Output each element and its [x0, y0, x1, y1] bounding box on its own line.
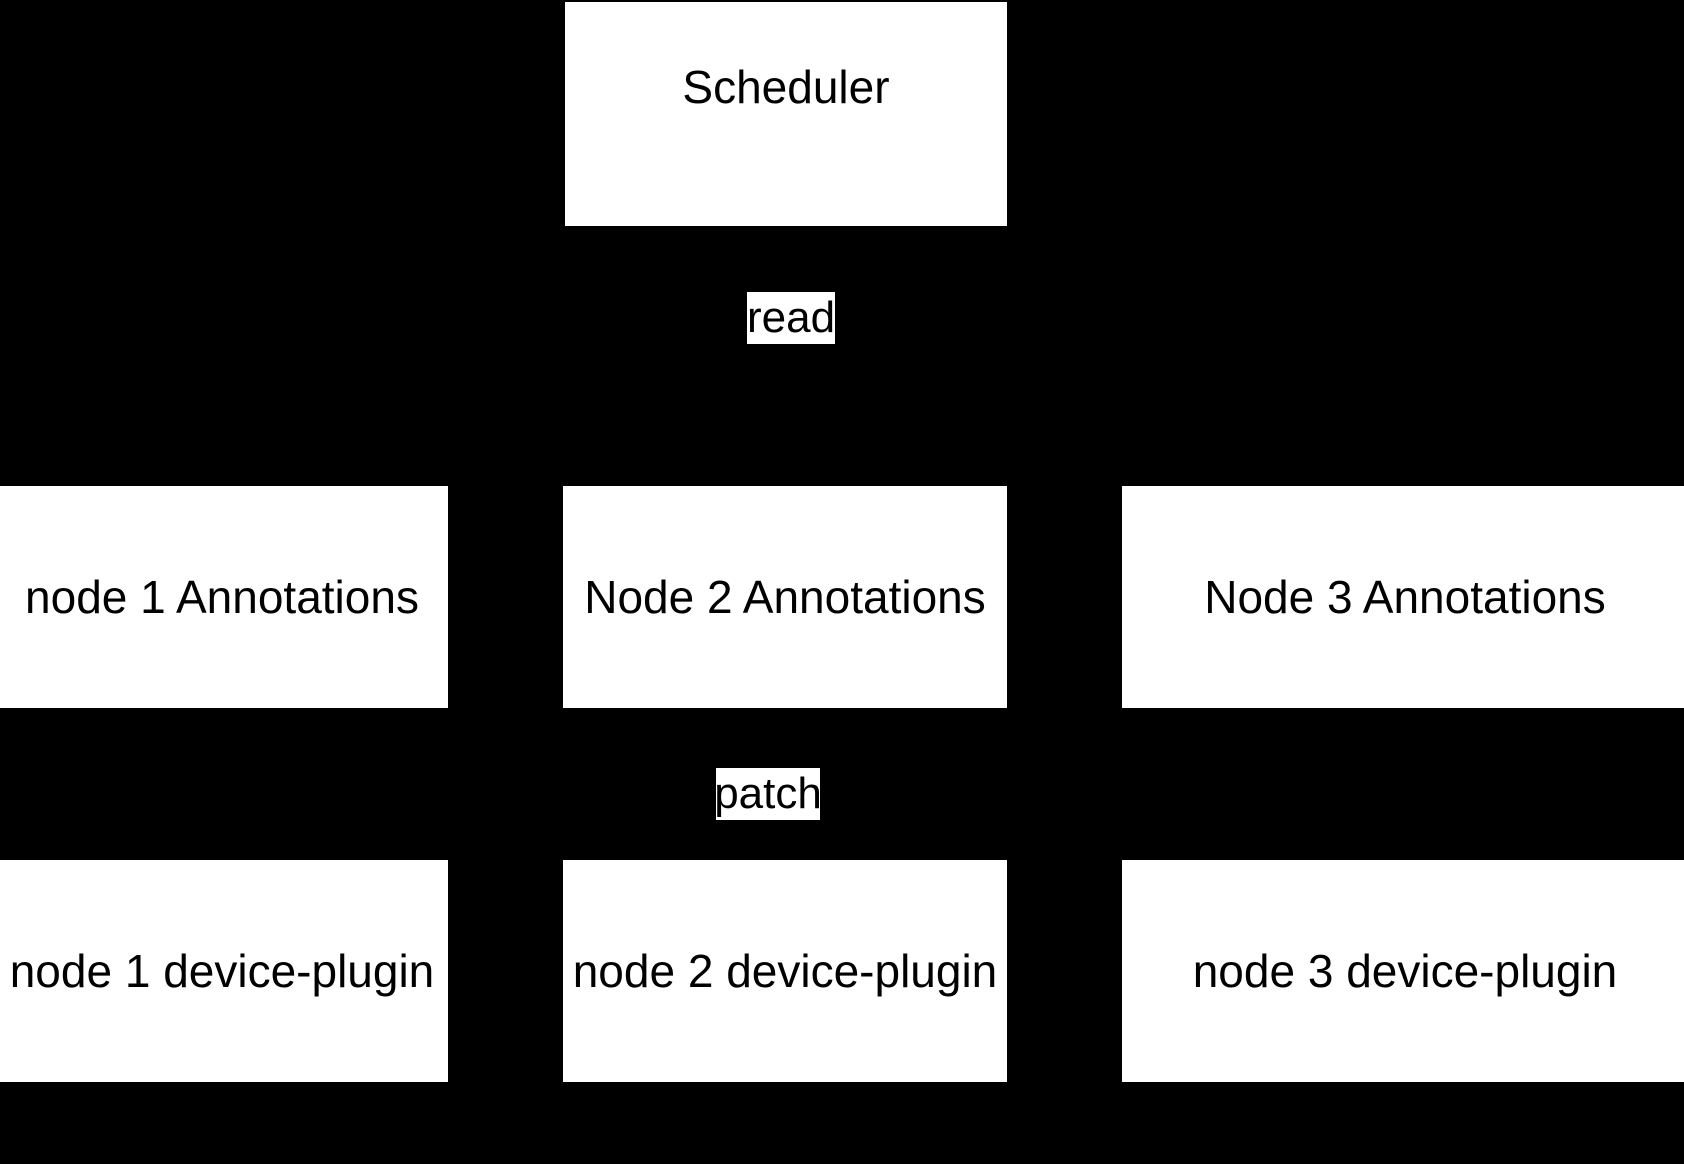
node-device-plugin-1[interactable]: node 1 device-plugin	[0, 860, 448, 1082]
node-device-plugin-3-label: node 3 device-plugin	[1192, 945, 1618, 997]
node-device-plugin-2[interactable]: node 2 device-plugin	[563, 860, 1007, 1082]
node-device-plugin-2-label: node 2 device-plugin	[572, 945, 998, 997]
node-scheduler[interactable]: Scheduler	[565, 2, 1007, 226]
node-annotations-3-label: Node 3 Annotations	[1204, 571, 1606, 623]
node-device-plugin-3[interactable]: node 3 device-plugin	[1122, 860, 1684, 1082]
node-annotations-3[interactable]: Node 3 Annotations	[1122, 486, 1684, 708]
edge-label-patch-text: patch	[714, 769, 822, 818]
edge-label-patch: patch	[714, 768, 822, 820]
edge-label-read: read	[747, 292, 835, 344]
node-annotations-1-label: node 1 Annotations	[25, 571, 419, 623]
node-annotations-1[interactable]: node 1 Annotations	[0, 486, 448, 708]
node-annotations-2[interactable]: Node 2 Annotations	[563, 486, 1007, 708]
node-device-plugin-1-label: node 1 device-plugin	[9, 945, 435, 997]
edge-label-read-text: read	[746, 293, 836, 342]
node-annotations-2-label: Node 2 Annotations	[584, 571, 986, 623]
node-scheduler-label: Scheduler	[682, 61, 890, 113]
